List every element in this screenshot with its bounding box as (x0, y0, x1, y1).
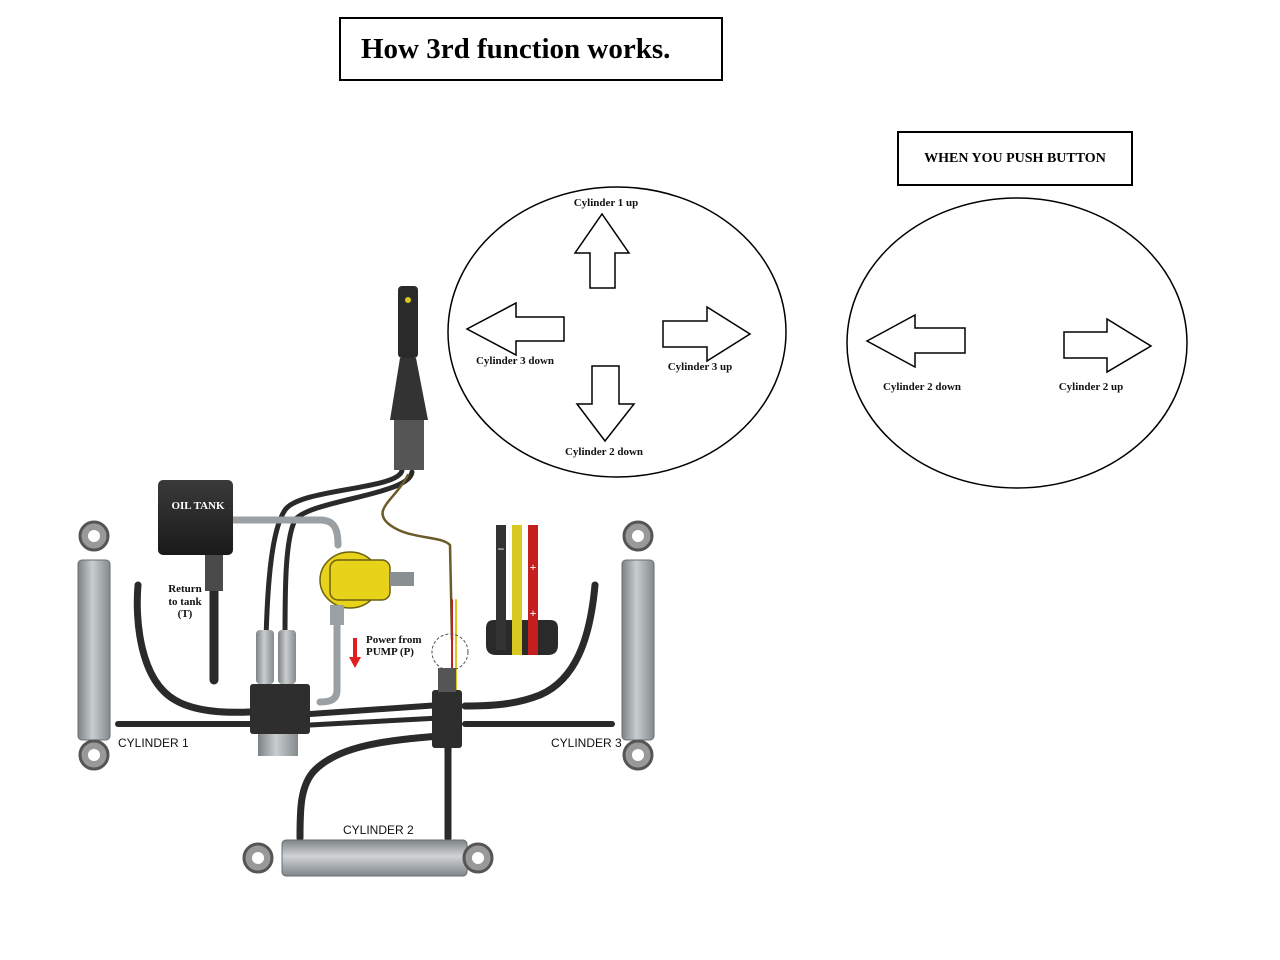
label-cylinder-3-up: Cylinder 3 up (668, 361, 733, 373)
joystick-grip (398, 286, 418, 358)
main-control-valve (250, 630, 310, 756)
return-label-line-3: (T) (178, 608, 193, 620)
cyl1-barrel (77, 559, 111, 741)
oil-tank-body (158, 480, 233, 555)
tank-to-pump-hose (228, 516, 342, 549)
joystick-button-icon (405, 297, 411, 303)
hydraulic-pump (319, 551, 414, 625)
pump-label-line-2: PUMP (P) (366, 646, 414, 658)
wire-connector-detail: − + + (486, 525, 558, 655)
joystick-base (394, 420, 424, 470)
main-valve-spool (258, 734, 298, 756)
arrow-left-icon (465, 301, 565, 357)
label-cylinder-2-up-button: Cylinder 2 up (1059, 381, 1124, 393)
cylinder-1: CYLINDER 1 (77, 520, 189, 771)
wire-black (496, 525, 506, 650)
pump-pressure-hose (316, 616, 341, 706)
third-function-valve (431, 633, 469, 748)
oil-tank-label: OIL TANK (171, 500, 225, 512)
wire-plus-label-1: + (530, 560, 537, 574)
cyl3-hose-top (461, 581, 599, 710)
oil-tank: OIL TANK (158, 480, 233, 591)
main-line-return (307, 715, 443, 728)
main-valve-actuator-1 (256, 630, 274, 684)
cyl2-barrel (281, 839, 468, 877)
wire-red (528, 525, 538, 655)
joystick-ellipse (447, 186, 787, 478)
cyl3-bottom-eye-hole (632, 749, 644, 761)
button-arrow-right-icon (1063, 317, 1153, 374)
button-ellipse (846, 197, 1188, 489)
joystick-cable-left (263, 467, 405, 643)
cyl1-top-eye-hole (88, 530, 100, 542)
pump-outlet (330, 605, 344, 625)
joystick-direction-diagram: Cylinder 1 up Cylinder 3 down Cylinder 3… (447, 186, 787, 478)
cylinder-1-label: CYLINDER 1 (118, 736, 189, 750)
main-valve-actuator-2 (278, 630, 296, 684)
pump-flow-arrow-icon (349, 638, 361, 668)
joystick-cable-to-aux (381, 473, 454, 642)
cylinder-3: CYLINDER 3 (551, 520, 655, 771)
main-line-to-aux (307, 702, 443, 717)
arrow-up-icon (573, 212, 631, 289)
cylinder-3-label: CYLINDER 3 (551, 736, 622, 750)
label-cylinder-1-up: Cylinder 1 up (574, 197, 639, 209)
button-arrow-left-icon (865, 313, 966, 369)
pump-label-line-1: Power from (366, 634, 422, 646)
label-cylinder-2-down-joystick: Cylinder 2 down (565, 446, 643, 458)
cylinder-2-label: CYLINDER 2 (343, 823, 414, 837)
label-cylinder-3-down: Cylinder 3 down (476, 355, 554, 367)
main-valve-body (250, 684, 310, 734)
cyl2-left-eye-hole (252, 852, 264, 864)
oil-tank-outlet (205, 555, 223, 591)
pump-housing (329, 559, 391, 601)
cyl2-hose-left (296, 732, 444, 842)
joystick-boot (390, 358, 428, 420)
line-labels: Return to tank (T) Power from PUMP (P) (168, 583, 422, 668)
return-label-line-1: Return (168, 583, 202, 595)
aux-valve-coil (438, 668, 456, 692)
cylinder-2: CYLINDER 2 (242, 823, 494, 877)
page-title: How 3rd function works. (339, 17, 723, 81)
push-button-caption: WHEN YOU PUSH BUTTON (897, 131, 1133, 186)
wire-yellow (512, 525, 522, 655)
wire-plus-label-2: + (530, 606, 537, 620)
pump-shaft (390, 572, 414, 586)
cyl3-top-eye-hole (632, 530, 644, 542)
aux-valve-highlight-circle (431, 633, 469, 671)
arrow-right-icon (662, 305, 752, 363)
cyl2-right-eye-hole (472, 852, 484, 864)
cyl1-bottom-eye-hole (88, 749, 100, 761)
joystick (390, 286, 428, 470)
aux-valve-body (432, 690, 462, 748)
label-cylinder-2-down-button: Cylinder 2 down (883, 381, 961, 393)
arrow-down-icon (575, 365, 636, 443)
cyl1-hose-top (133, 581, 254, 716)
wire-minus-label: − (498, 542, 505, 556)
return-label-line-2: to tank (168, 596, 202, 608)
cyl3-barrel (621, 559, 655, 741)
button-direction-diagram: Cylinder 2 down Cylinder 2 up (846, 197, 1188, 489)
